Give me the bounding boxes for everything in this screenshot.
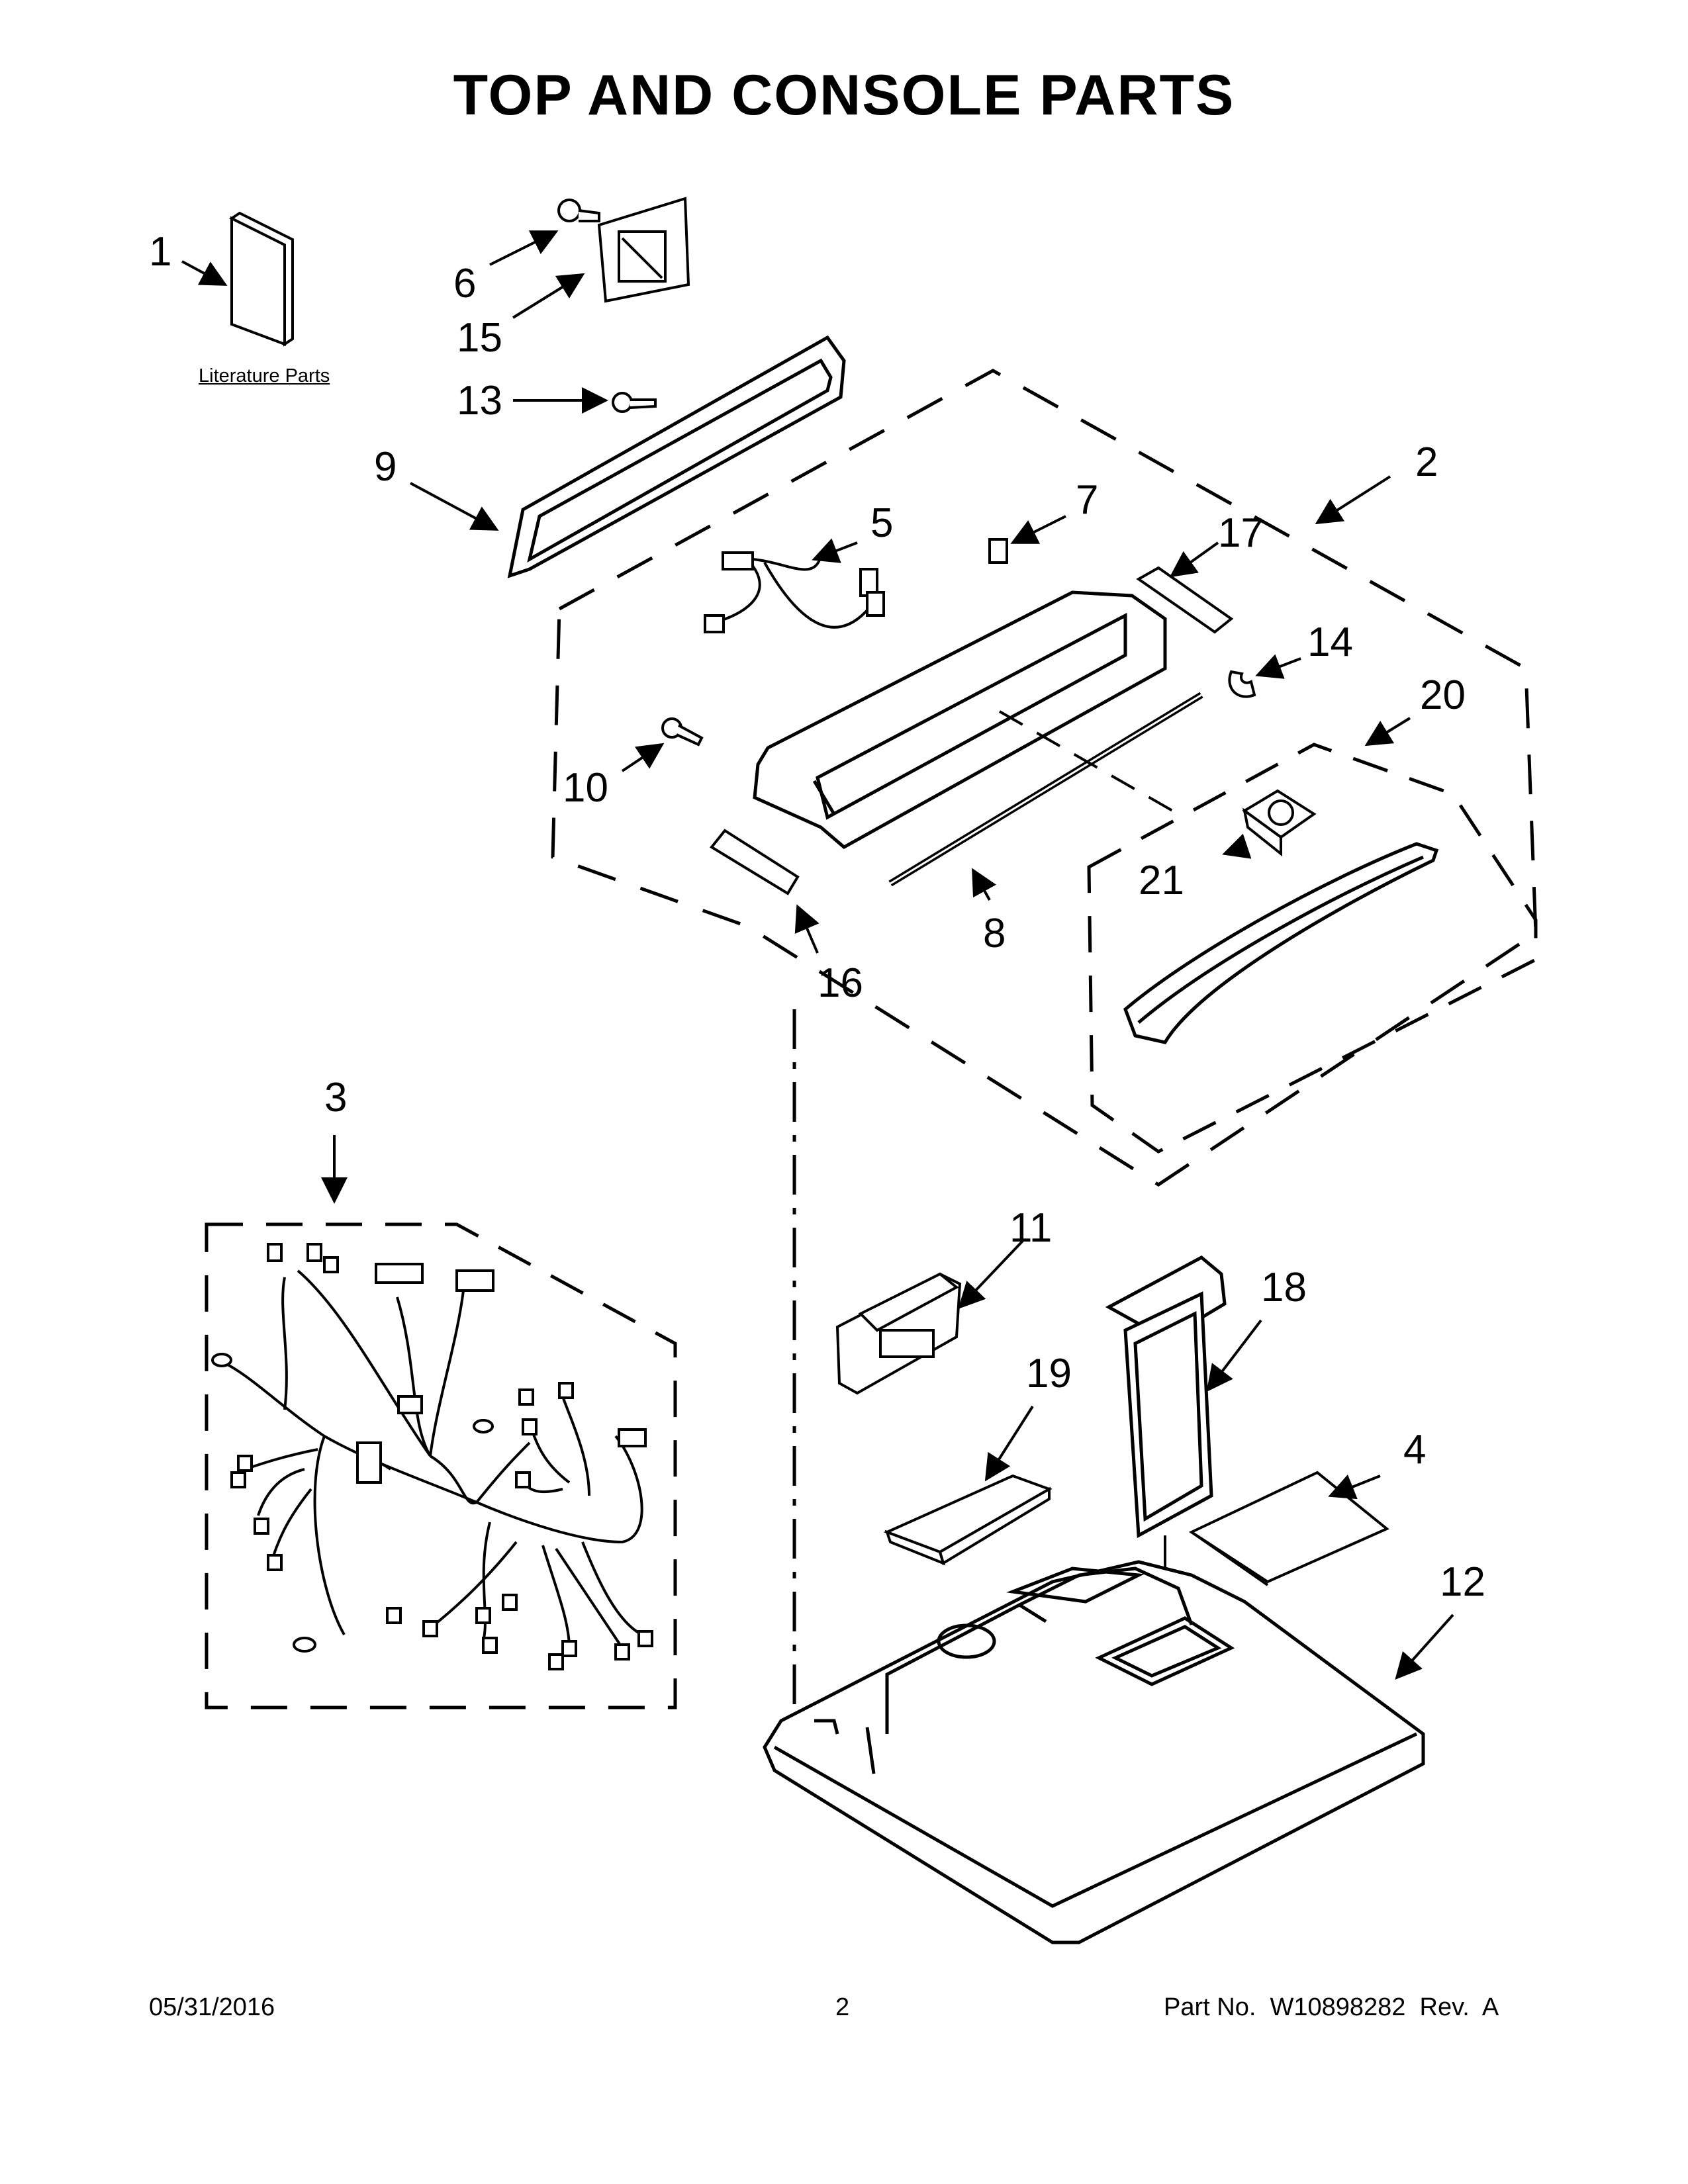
wire-harness-5-part [704, 551, 885, 633]
callout-10: 10 [563, 765, 608, 811]
screw-13-part [612, 392, 657, 413]
footer-date: 05/31/2016 [149, 1993, 275, 2021]
clip-7-part [988, 538, 1008, 564]
callout-1: 1 [149, 229, 172, 275]
callout-6: 6 [453, 261, 477, 306]
leader-line [999, 710, 1179, 815]
footer-page-number: 2 [835, 1993, 850, 2021]
callout-arrows [181, 230, 1454, 1680]
module-21-part [1242, 789, 1317, 857]
callout-14: 14 [1307, 619, 1353, 665]
callout-11: 11 [1009, 1205, 1053, 1251]
callout-7: 7 [1076, 477, 1099, 523]
callout-13: 13 [457, 378, 502, 424]
callout-8: 8 [983, 911, 1006, 956]
callout-12: 12 [1440, 1559, 1485, 1605]
sheet-4-part [1188, 1471, 1389, 1586]
callout-3: 3 [324, 1075, 348, 1120]
main-wire-harness-3-part [211, 1243, 653, 1670]
callout-9: 9 [374, 444, 397, 490]
screw-6-part [557, 199, 600, 222]
bracket-15-part [597, 197, 690, 303]
callout-21: 21 [1139, 858, 1184, 903]
callout-4: 4 [1403, 1427, 1427, 1473]
callout-2: 2 [1415, 439, 1438, 485]
callout-16: 16 [818, 960, 863, 1006]
console-body-part [753, 590, 1167, 850]
panel-19-part [883, 1474, 1053, 1566]
callout-19: 19 [1026, 1351, 1072, 1396]
callout-5: 5 [870, 500, 894, 546]
callout-18: 18 [1261, 1265, 1307, 1310]
clip-14-part [1228, 670, 1256, 698]
callout-20: 20 [1420, 672, 1466, 718]
literature-parts-label: Literature Parts [199, 365, 330, 387]
top-panel-12-part [763, 1560, 1425, 1944]
callout-15: 15 [457, 315, 502, 361]
harness-boundary [205, 1222, 677, 1709]
console-trim-9-part [507, 335, 846, 578]
page-title: TOP AND CONSOLE PARTS [453, 64, 1235, 127]
cover-20-part [1123, 842, 1439, 1044]
console-assembly-boundary [551, 369, 1538, 1187]
screw-10-part [661, 717, 704, 747]
control-board-11-part [835, 1272, 962, 1395]
cover-assembly-boundary [1087, 743, 1538, 1154]
callout-17: 17 [1218, 510, 1264, 556]
footer-part-number: Part No. W10898282 Rev. A [1164, 1993, 1499, 2021]
bracket-17-part [1136, 566, 1234, 634]
literature-book-part [229, 211, 294, 347]
bracket-16-part [710, 829, 800, 895]
